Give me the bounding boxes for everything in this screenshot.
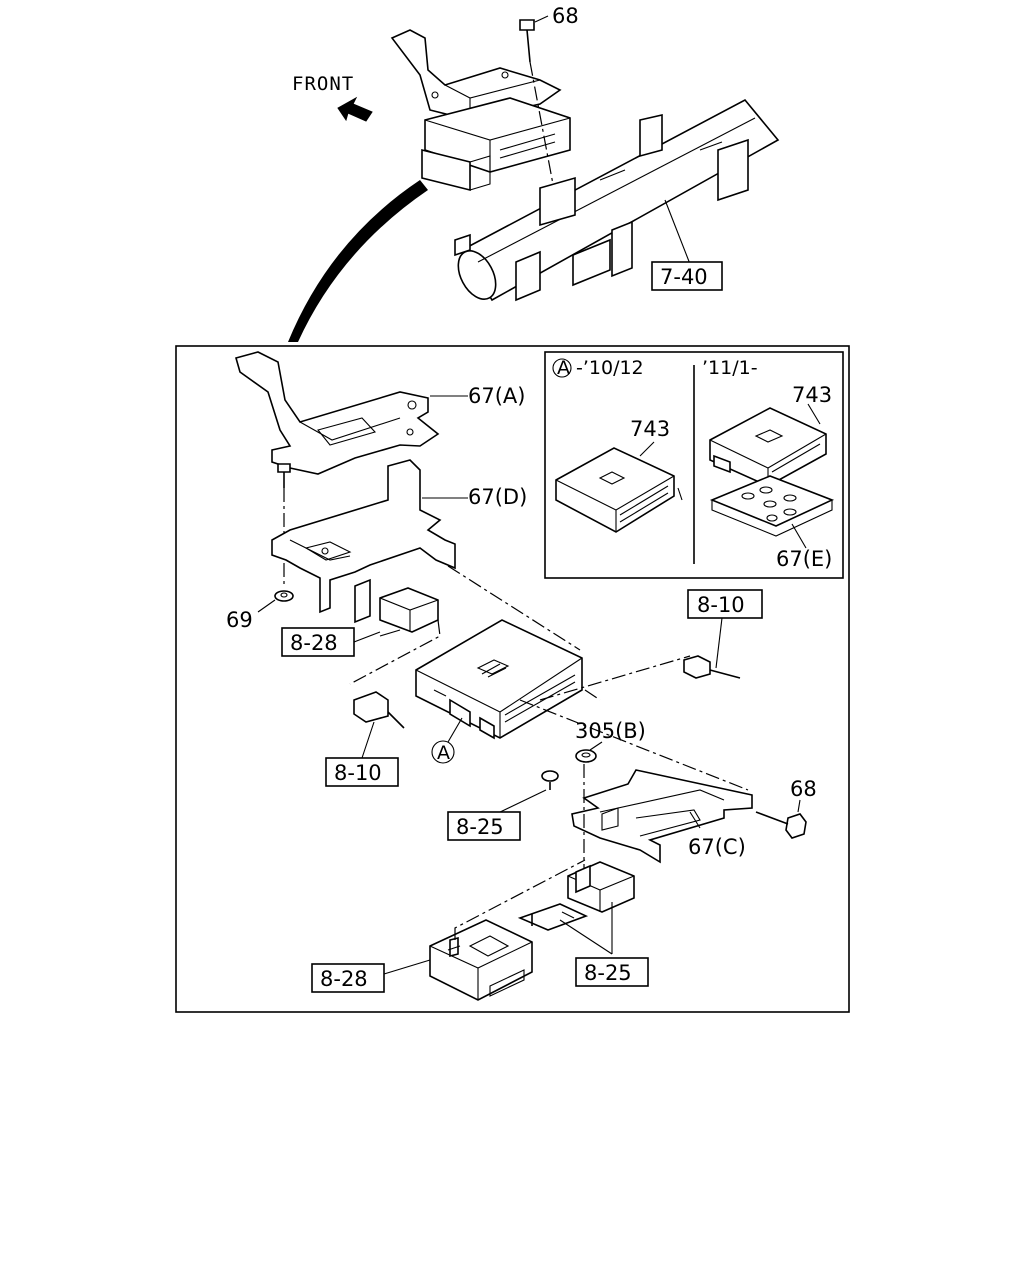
label-8-28-upper: 8-28: [290, 631, 338, 655]
bracket-67c: [519, 699, 753, 864]
front-label: FRONT: [292, 73, 354, 95]
top-labels: FRONT 68 7-40: [292, 4, 723, 291]
nut-8-25-upper: [495, 770, 559, 815]
bracket-67d: [271, 459, 468, 624]
callout-box-7-40: [651, 261, 723, 291]
label-67c: 67(C): [688, 835, 746, 859]
screw: [277, 463, 291, 588]
label-67d: 67(D): [468, 485, 527, 509]
callout-box-8-28-upper: [281, 627, 355, 657]
callout-box-8-10-left: [325, 757, 399, 787]
variant-inset: A -’10/12 ’11/1- 743 743 67(E): [544, 351, 844, 579]
label-67a: 67(A): [468, 384, 525, 408]
harness-connector-left: [353, 691, 405, 759]
transition-arrow: [288, 180, 428, 342]
label-69: 69: [226, 608, 253, 632]
relay-lower: [383, 859, 586, 1001]
callout-box-8-25-lower: [575, 957, 649, 987]
top-assembly: [288, 19, 780, 342]
label-8-28-lower: 8-28: [320, 967, 368, 991]
inset-marker-circle: [552, 358, 572, 378]
label-bolt-68-top: 68: [552, 4, 579, 28]
callout-circle-a: A: [431, 717, 463, 764]
label-68-right: 68: [790, 777, 817, 801]
nut-69: [257, 590, 294, 613]
inset-label-743-right: 743: [792, 383, 832, 407]
label-8-25-lower: 8-25: [584, 961, 632, 985]
label-7-40: 7-40: [660, 265, 708, 289]
callout-box-8-28-lower: [311, 963, 385, 993]
label-8-10-left: 8-10: [334, 761, 382, 785]
nut-305b: [575, 741, 603, 880]
front-arrow-icon: [337, 96, 373, 122]
callout-box-8-10-right: [687, 589, 763, 619]
inset-marker: A: [557, 357, 570, 379]
callout-a-letter: A: [437, 742, 450, 764]
label-8-10-right: 8-10: [697, 593, 745, 617]
main-detail-frame: [175, 345, 850, 1013]
inset-label-67e: 67(E): [776, 547, 832, 571]
harness-connector-right: [683, 617, 741, 679]
label-305b: 305(B): [575, 719, 646, 743]
control-unit-main: [415, 619, 583, 740]
callout-box-8-25-upper: [447, 811, 521, 841]
bolt-68: [755, 799, 807, 839]
inset-right-range: ’11/1-: [702, 357, 758, 379]
inset-frame: [544, 351, 844, 579]
inset-left-range: -’10/12: [576, 357, 644, 379]
label-8-25-upper: 8-25: [456, 815, 504, 839]
relay-small: [567, 861, 635, 913]
bracket-67a: [235, 351, 468, 475]
stud-plate: [517, 902, 613, 955]
main-labels: 67(A) 67(D) 69 8-28 8-10 8-10 305(B) 8-2…: [226, 384, 817, 993]
relay-upper: [349, 587, 441, 685]
inset-label-743-left: 743: [630, 417, 670, 441]
